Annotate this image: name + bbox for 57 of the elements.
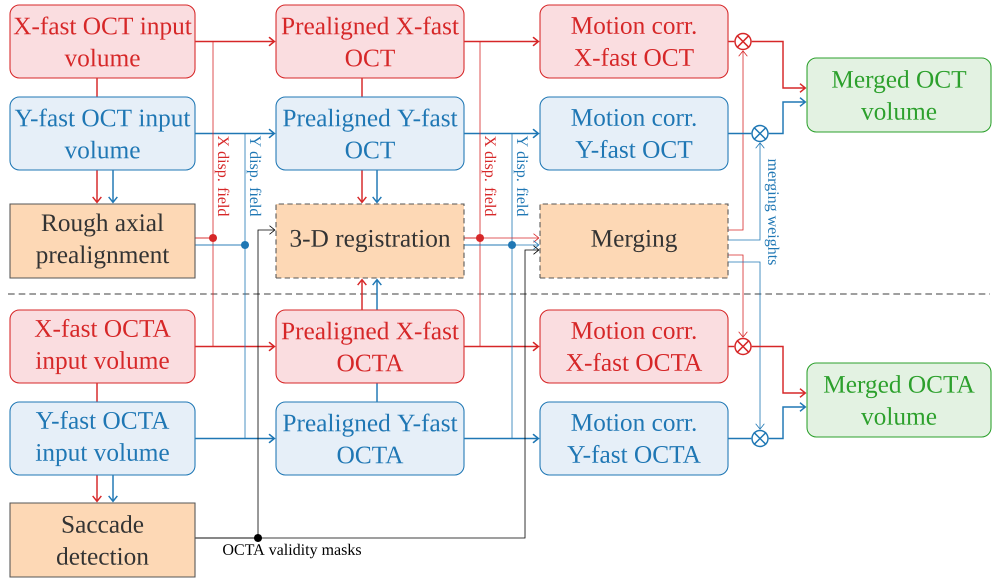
arrow xyxy=(464,128,540,138)
edge-label: X disp. field xyxy=(482,136,496,216)
process-box: Motion corr. Y-fast OCT xyxy=(539,96,729,171)
process-box: Prealigned X-fast OCT xyxy=(275,4,465,79)
arrow xyxy=(464,434,540,444)
arrow xyxy=(768,402,806,440)
arrow xyxy=(728,142,765,240)
process-box: Prealigned X-fast OCTA xyxy=(275,309,465,384)
arrow xyxy=(195,238,276,352)
process-box: X-fast OCTA input volume xyxy=(9,309,196,384)
process-box: Prealigned Y-fast OCTA xyxy=(275,401,465,476)
multiply-symbol xyxy=(734,32,752,50)
output-box: Merged OCTA volume xyxy=(806,362,992,438)
arrow xyxy=(196,36,276,46)
edge-label: X disp. field xyxy=(214,136,230,216)
process-box: Motion corr. X-fast OCT xyxy=(539,4,729,79)
process-box: Rough axial prealignment xyxy=(9,203,196,279)
arrow xyxy=(108,170,118,204)
arrow xyxy=(92,170,102,204)
process-box: Motion corr. Y-fast OCTA xyxy=(539,401,729,476)
arrow xyxy=(728,262,765,430)
arrow xyxy=(752,346,806,398)
arrow xyxy=(195,244,276,444)
process-box: Saccade detection xyxy=(9,502,196,578)
arrow xyxy=(195,245,540,538)
arrow xyxy=(464,36,540,46)
arrow xyxy=(357,278,367,310)
arrow xyxy=(728,50,748,230)
arrow xyxy=(464,233,540,243)
arrow xyxy=(92,476,102,502)
process-box: Y-fast OCTA input volume xyxy=(9,401,196,476)
multiply-symbol xyxy=(751,124,769,142)
arrow xyxy=(464,342,540,352)
output-box: Merged OCT volume xyxy=(806,57,992,133)
process-box: Motion corr. X-fast OCTA xyxy=(539,309,729,384)
arrow xyxy=(372,170,382,204)
arrow xyxy=(196,128,276,138)
arrow xyxy=(464,240,540,250)
arrow xyxy=(728,254,748,338)
edge-label: Y disp. field xyxy=(514,136,528,216)
arrow xyxy=(108,476,118,502)
arrow xyxy=(357,170,367,204)
arrow xyxy=(196,434,276,444)
multiply-symbol xyxy=(751,430,769,448)
process-box: 3-D registration xyxy=(275,203,465,279)
process-box: Y-fast OCT input volume xyxy=(9,96,196,171)
arrow xyxy=(752,40,806,93)
edge-label: OCTA validity masks xyxy=(223,544,361,558)
arrow xyxy=(372,278,382,310)
arrow xyxy=(768,97,806,134)
process-box: X-fast OCT input volume xyxy=(9,4,196,79)
multiply-symbol xyxy=(734,338,752,356)
arrow xyxy=(196,342,276,352)
process-box: Merging xyxy=(539,203,729,279)
edge-label: merging weights xyxy=(764,158,780,265)
process-box: Prealigned Y-fast OCT xyxy=(275,96,465,171)
edge-label: Y disp. field xyxy=(246,136,262,216)
